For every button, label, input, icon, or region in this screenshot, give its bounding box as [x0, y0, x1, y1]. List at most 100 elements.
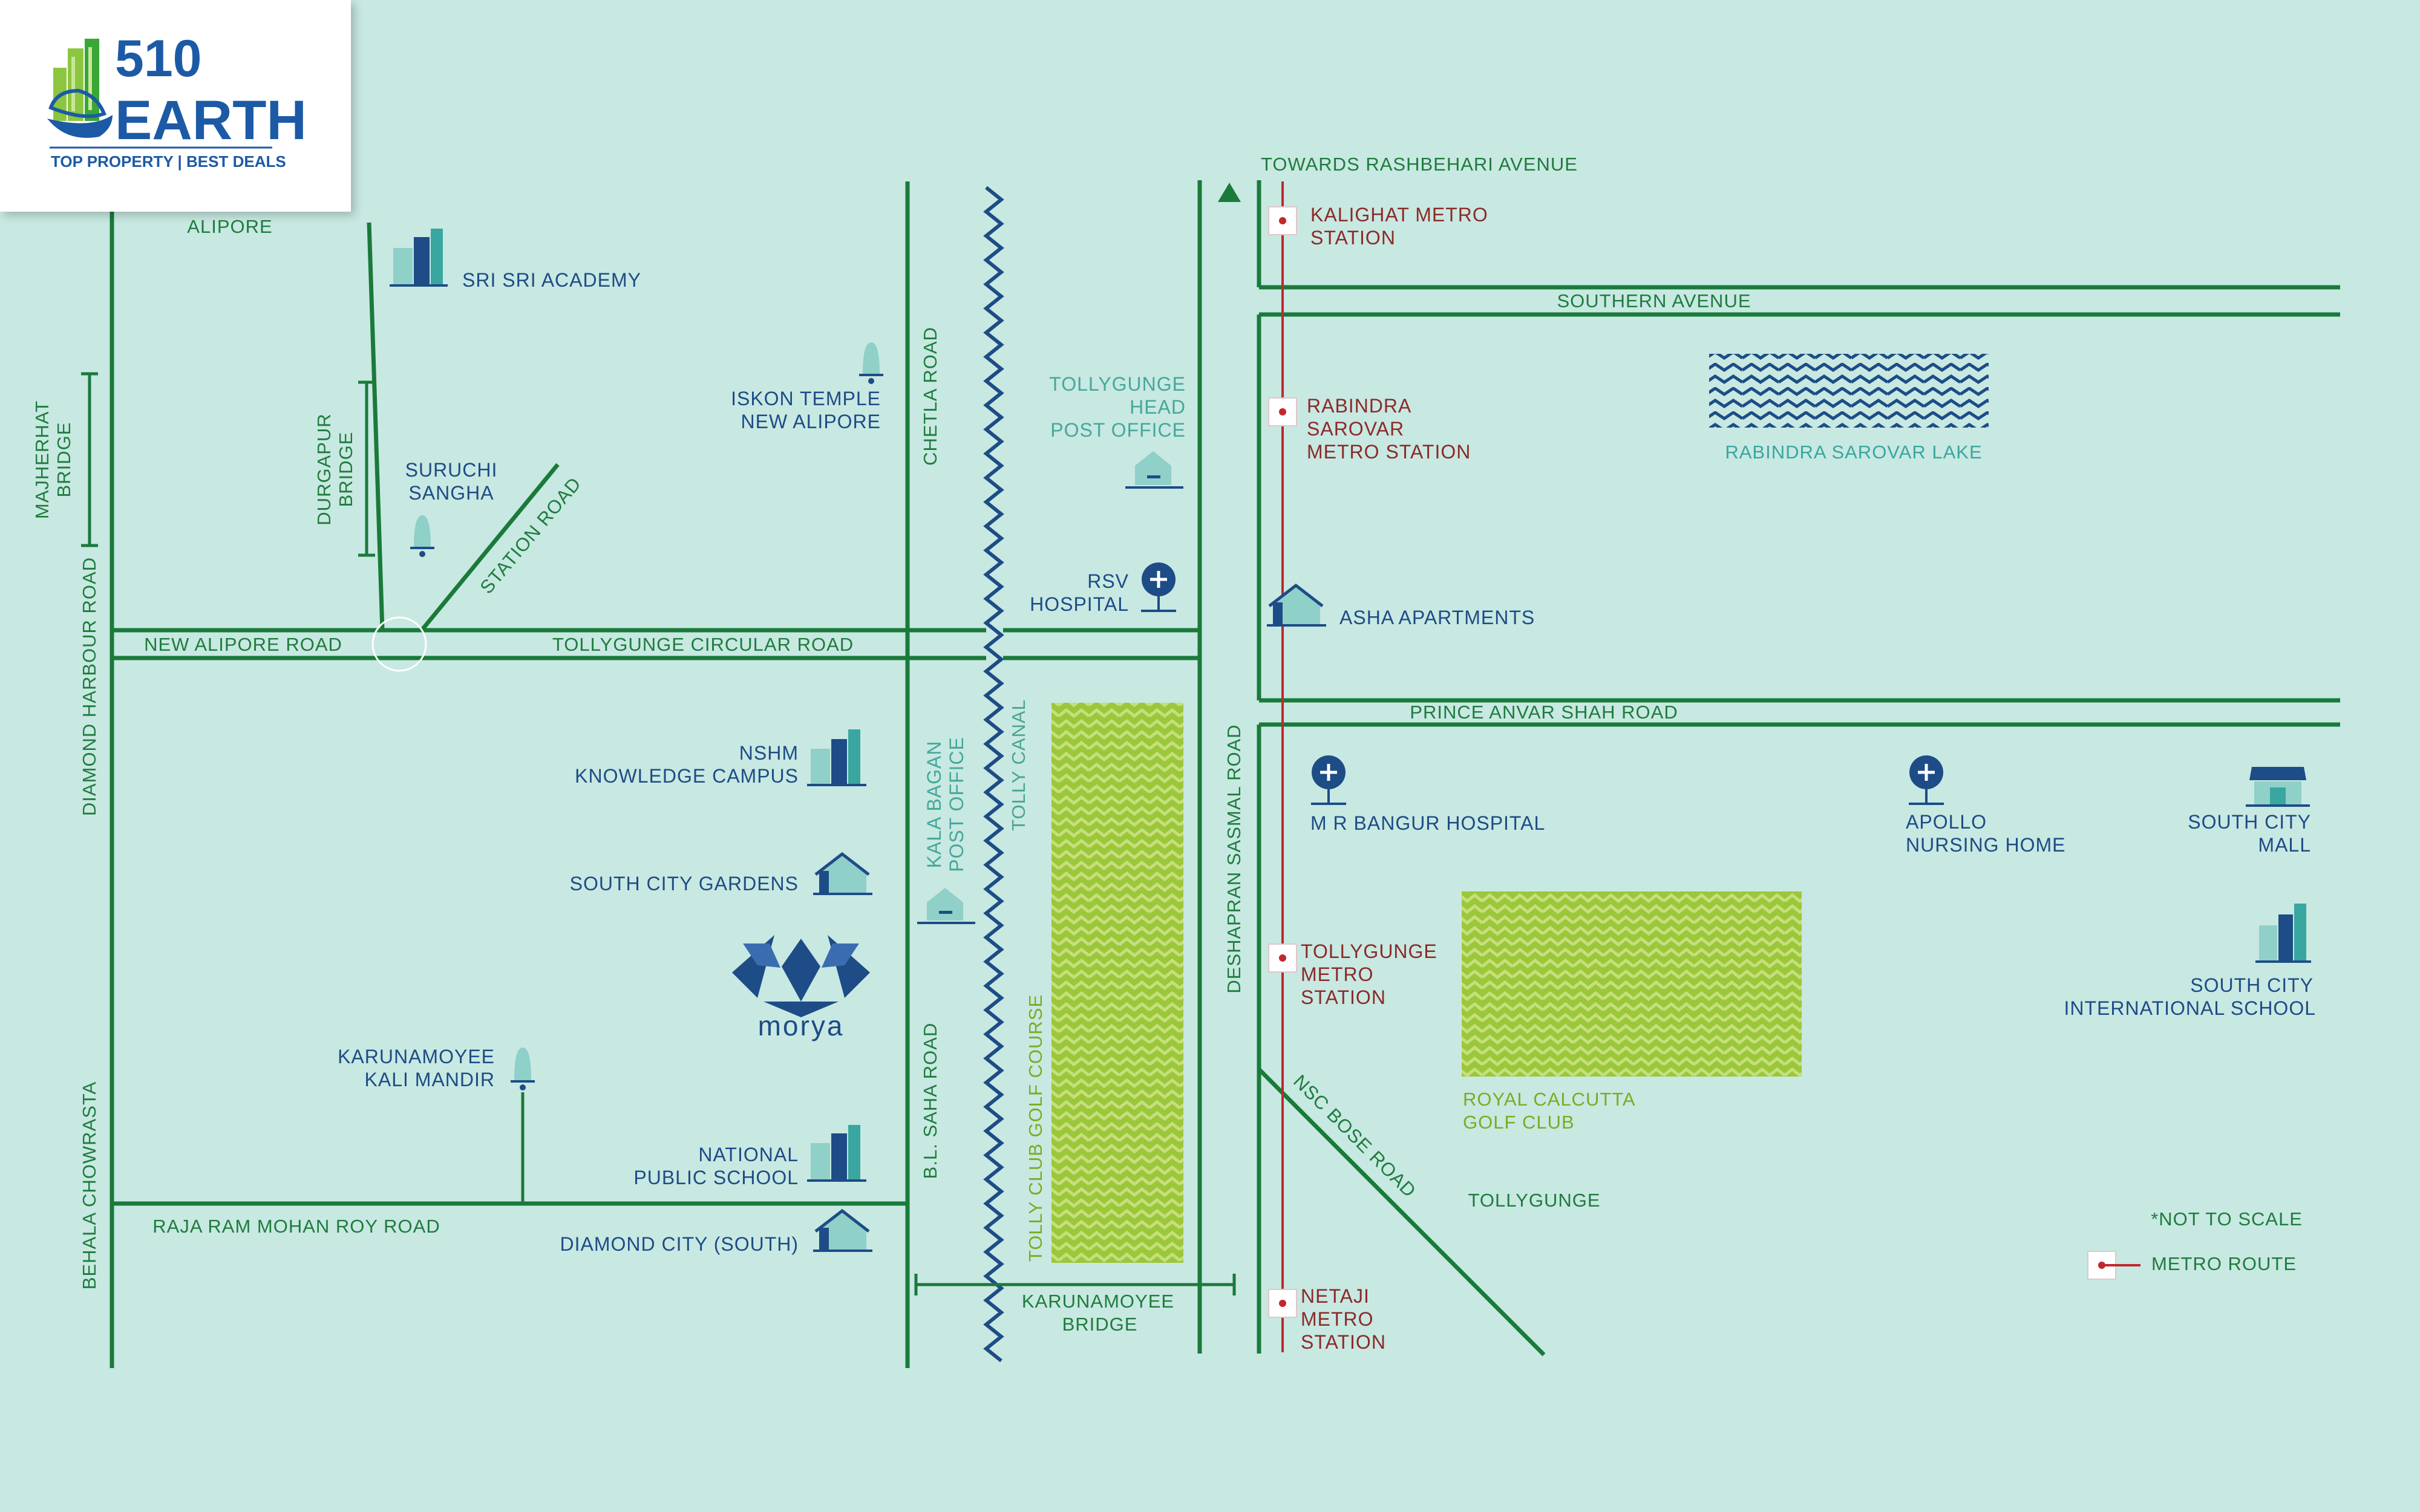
durgapur-bridge-road — [367, 222, 385, 631]
sri-sri-academy-building-icon[interactable] — [390, 229, 448, 287]
kalighat-metro-marker[interactable] — [1268, 206, 1297, 235]
south-city-mall-label-2: MALL — [2258, 834, 2311, 856]
nsc-bose-road-line — [1257, 1067, 1546, 1357]
morya-wordmark: morya — [758, 1010, 845, 1041]
tolly-canal-water — [983, 186, 1004, 1363]
tollygunge-metro-marker[interactable] — [1268, 943, 1297, 973]
apollo-nursing-home-icon[interactable] — [1909, 755, 1944, 805]
iskon-temple-bell-icon[interactable] — [859, 342, 883, 384]
junction-circle — [371, 616, 427, 672]
asha-apartments-house-icon[interactable] — [1267, 583, 1326, 627]
apollo-label-1: APOLLO — [1906, 811, 1987, 833]
national-label-2: PUBLIC SCHOOL — [633, 1167, 799, 1188]
karunamoyee-bridge-label-2: BRIDGE — [1062, 1314, 1138, 1335]
karunamoyee-bridge-label-1: KARUNAMOYEE — [1022, 1291, 1174, 1312]
iskon-label-1: ISKON TEMPLE — [731, 388, 881, 409]
legend-metro-icon — [2087, 1251, 2140, 1280]
tollygunge-po-label-1: TOLLYGUNGE — [1049, 373, 1186, 395]
tollygunge-label: TOLLYGUNGE — [1468, 1190, 1600, 1211]
tollygunge-post-office-icon[interactable] — [1125, 451, 1183, 489]
suruchi-label-2: SANGHA — [408, 482, 494, 504]
metro-route-legend-label: METRO ROUTE — [2151, 1253, 2297, 1274]
chetla-road-label: CHETLA ROAD — [920, 327, 941, 466]
rsv-hospital-icon[interactable] — [1141, 562, 1176, 612]
tollygunge-po-label-3: POST OFFICE — [1050, 419, 1186, 441]
national-label-1: NATIONAL — [698, 1144, 799, 1165]
kalighat-label-1: KALIGHAT METRO — [1310, 204, 1488, 226]
bl-saha-road-label: B.L. SAHA ROAD — [920, 1023, 941, 1179]
tollygunge-po-label-2: HEAD — [1130, 396, 1186, 418]
tollygunge-metro-label-1: TOLLYGUNGE — [1301, 940, 1437, 962]
asha-label: ASHA APARTMENTS — [1339, 607, 1535, 628]
rabindra-sarovar-lake — [1709, 354, 1989, 428]
netaji-label-1: NETAJI — [1301, 1285, 1370, 1307]
karunamoyee-kali-label-2: KALI MANDIR — [365, 1069, 495, 1090]
south-city-school-building-icon[interactable] — [2255, 904, 2311, 963]
south-city-mall-shop-icon[interactable] — [2246, 767, 2310, 807]
south-city-school-label-2: INTERNATIONAL SCHOOL — [2064, 997, 2317, 1019]
south-city-gardens-house-icon[interactable] — [813, 852, 872, 895]
rsv-label-2: HOSPITAL — [1030, 593, 1129, 615]
mr-bangur-hospital-icon[interactable] — [1311, 755, 1346, 805]
majherhat-label-1: MAJHERHAT — [31, 400, 53, 519]
suruchi-label-1: SURUCHI — [405, 459, 498, 481]
majherhat-label-2: BRIDGE — [53, 422, 74, 498]
kala-bagan-post-office-icon[interactable] — [917, 888, 975, 924]
tollygunge-metro-label-2: METRO — [1301, 963, 1374, 985]
tollygunge-circular-label: TOLLYGUNGE CIRCULAR ROAD — [552, 634, 854, 655]
south-city-school-label-1: SOUTH CITY — [2190, 974, 2314, 996]
mr-bangur-label: M R BANGUR HOSPITAL — [1310, 812, 1545, 834]
netaji-label-2: METRO — [1301, 1308, 1374, 1330]
royal-golf-label-2: GOLF CLUB — [1463, 1112, 1575, 1133]
prince-anvar-shah-label: PRINCE ANVAR SHAH ROAD — [1410, 702, 1678, 723]
buildings-globe-icon — [47, 39, 113, 138]
logo-word: EARTH — [115, 90, 307, 151]
rabindra-label-1: RABINDRA — [1307, 395, 1411, 417]
diamond-city-house-icon[interactable] — [813, 1208, 872, 1252]
new-alipore-road-label: NEW ALIPORE ROAD — [144, 634, 342, 655]
durgapur-label-1: DURGAPUR — [313, 413, 335, 525]
rabindra-metro-marker[interactable] — [1268, 397, 1297, 426]
logo-number: 510 — [115, 30, 202, 88]
nshm-building-icon[interactable] — [807, 729, 866, 786]
diamond-harbour-label: DIAMOND HARBOUR ROAD — [79, 557, 100, 816]
north-arrow-icon — [1218, 183, 1241, 202]
kalighat-label-2: STATION — [1310, 227, 1396, 249]
karunamoyee-kali-label-1: KARUNAMOYEE — [338, 1046, 495, 1067]
netaji-metro-marker[interactable] — [1268, 1289, 1297, 1318]
karunamoyee-kali-mandir-bell-icon[interactable] — [511, 1048, 535, 1090]
royal-golf-label-1: ROYAL CALCUTTA — [1463, 1089, 1636, 1110]
durgapur-label-2: BRIDGE — [335, 432, 356, 507]
southern-avenue-label: SOUTHERN AVENUE — [1557, 290, 1751, 311]
logo-tagline: TOP PROPERTY | BEST DEALS — [51, 152, 286, 171]
alipore-label: ALIPORE — [187, 216, 272, 237]
not-to-scale-note: *NOT TO SCALE — [2151, 1208, 2303, 1230]
rsv-label-1: RSV — [1087, 570, 1129, 592]
diamond-city-label: DIAMOND CITY (SOUTH) — [560, 1233, 799, 1255]
apollo-label-2: NURSING HOME — [1906, 834, 2065, 856]
510-earth-logo: 510 EARTH TOP PROPERTY | BEST DEALS — [47, 30, 307, 171]
kala-bagan-label-2: POST OFFICE — [946, 737, 967, 872]
station-road-line — [420, 463, 560, 632]
netaji-label-3: STATION — [1301, 1331, 1386, 1353]
rabindra-label-2: SAROVAR — [1307, 418, 1404, 440]
logo-card[interactable]: 510 EARTH TOP PROPERTY | BEST DEALS — [0, 0, 351, 212]
rabindra-lake-label: RABINDRA SAROVAR LAKE — [1725, 442, 1982, 463]
tollygunge-metro-label-3: STATION — [1301, 986, 1386, 1008]
raja-ram-mohan-roy-label: RAJA RAM MOHAN ROY ROAD — [152, 1216, 440, 1237]
suruchi-sangha-bell-icon[interactable] — [410, 515, 434, 557]
tolly-canal-label: TOLLY CANAL — [1008, 699, 1029, 831]
iskon-label-2: NEW ALIPORE — [741, 411, 881, 432]
national-public-school-building-icon[interactable] — [807, 1125, 866, 1182]
nshm-label-2: KNOWLEDGE CAMPUS — [575, 765, 799, 787]
morya-lotus-logo-icon[interactable] — [732, 935, 870, 1017]
sri-sri-academy-label: SRI SRI ACADEMY — [462, 269, 641, 291]
deshapran-sasmal-label: DESHAPRAN SASMAL ROAD — [1223, 724, 1244, 993]
south-city-gardens-label: SOUTH CITY GARDENS — [570, 873, 799, 894]
royal-calcutta-golf-club — [1462, 891, 1802, 1077]
south-city-mall-label-1: SOUTH CITY — [2188, 811, 2311, 833]
tolly-golf-label: TOLLY CLUB GOLF COURSE — [1025, 994, 1046, 1262]
tolly-club-golf-course — [1051, 703, 1183, 1263]
kala-bagan-label-1: KALA BAGAN — [923, 741, 945, 868]
